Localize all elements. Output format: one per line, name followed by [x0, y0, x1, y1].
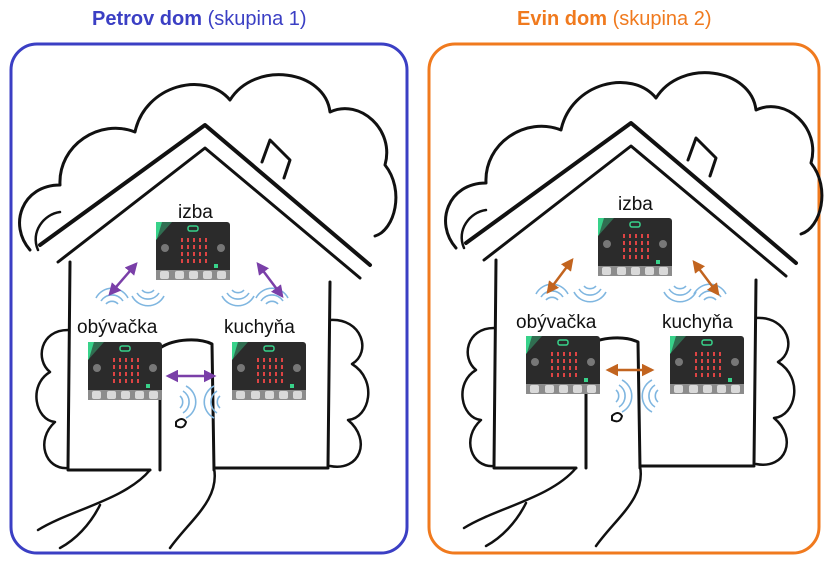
- link-arrow: [110, 264, 136, 294]
- room-label-left: obývačka: [516, 312, 597, 333]
- radio-wave-icon: [694, 284, 726, 300]
- microbit-board-icon: [88, 342, 162, 400]
- radio-wave-icon: [642, 380, 658, 412]
- house-petrov: [20, 75, 396, 548]
- room-label-top: izba: [178, 202, 213, 223]
- room-label-right: kuchyňa: [224, 317, 295, 338]
- radio-wave-icon: [616, 380, 632, 412]
- microbit-board-icon: [526, 336, 600, 394]
- microbit-board-icon: [670, 336, 744, 394]
- radio-wave-icon: [256, 288, 288, 304]
- door-knob-icon: [176, 419, 186, 427]
- radio-wave-icon: [180, 386, 196, 418]
- room-label-top: izba: [618, 194, 653, 215]
- house-evin: [446, 73, 822, 546]
- radio-wave-icon: [574, 286, 606, 302]
- radio-wave-icon: [664, 286, 696, 302]
- microbit-board-icon: [232, 342, 306, 400]
- radio-wave-icon: [132, 290, 164, 306]
- microbit-board-icon: [156, 222, 230, 280]
- panel-frame-right: [429, 44, 819, 553]
- link-arrow: [548, 260, 572, 292]
- radio-wave-icon: [222, 290, 254, 306]
- room-label-left: obývačka: [77, 317, 158, 338]
- door-knob-icon: [612, 413, 622, 421]
- room-label-right: kuchyňa: [662, 312, 733, 333]
- microbit-board-icon: [598, 218, 672, 276]
